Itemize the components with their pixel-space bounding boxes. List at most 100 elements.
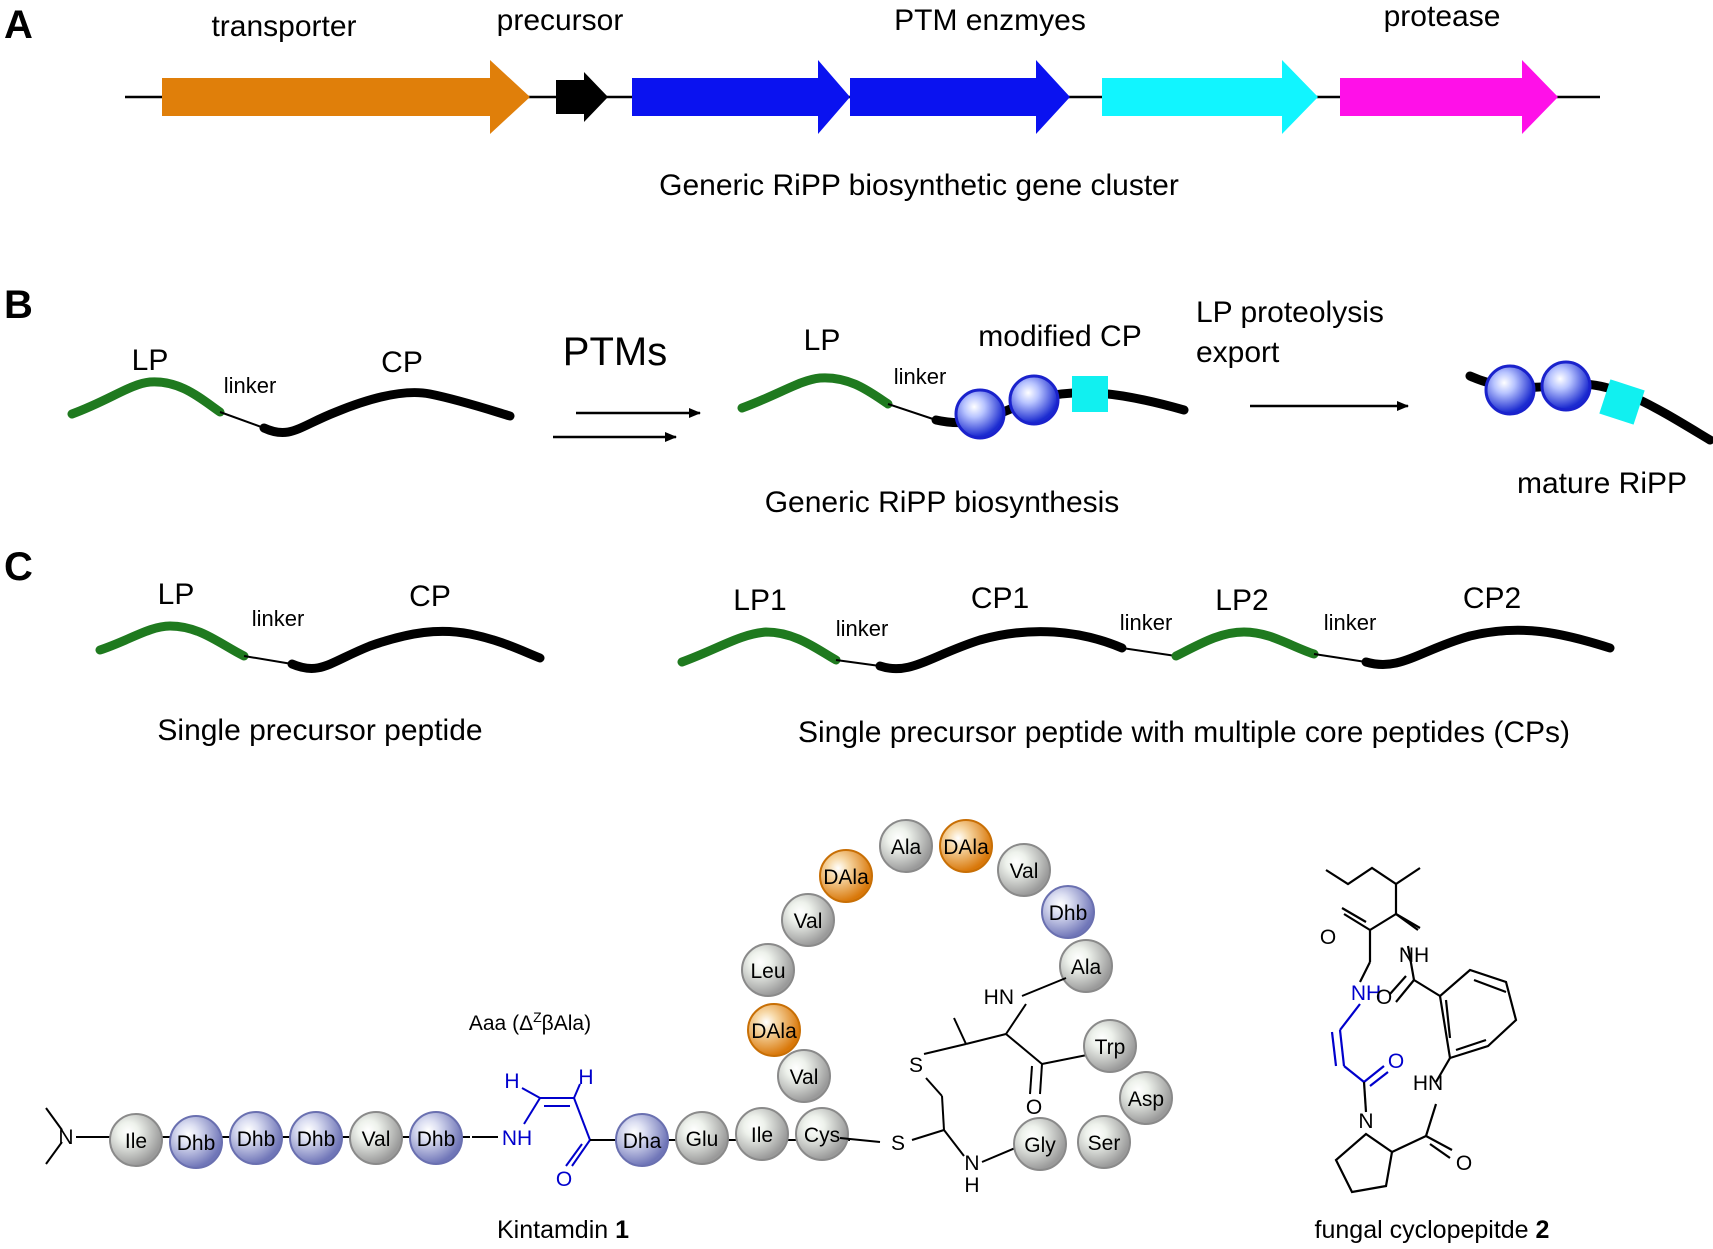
leader-peptide: [95, 621, 249, 661]
cyc-nh-1: NH: [1399, 944, 1429, 967]
residue-bead: [229, 1111, 283, 1165]
linker3-label: linker: [1324, 610, 1377, 635]
ptms-label: PTMs: [563, 330, 667, 374]
linker-label: linker: [224, 373, 277, 398]
residue-label: Ile: [751, 1124, 773, 1147]
linker-label-modified: linker: [894, 364, 947, 389]
s-atom-1: S: [891, 1132, 905, 1155]
residue-bead: [349, 1111, 403, 1165]
cp1-label: CP1: [971, 582, 1029, 615]
residue-ala: Ala: [879, 819, 933, 873]
residue-label: Val: [794, 910, 823, 933]
residue-label: Cys: [804, 1124, 840, 1147]
gene-cluster: [125, 60, 1600, 134]
leader-peptide-1: [677, 627, 841, 667]
proteolysis-label: LP proteolysis: [1196, 296, 1384, 329]
residue-label: Dhb: [1049, 902, 1088, 925]
residue-bead: [735, 1107, 789, 1161]
cp2-label: CP2: [1463, 582, 1521, 615]
aaa-label: Aaa (ΔZβAla): [469, 1009, 591, 1035]
residue-label: Dhb: [297, 1128, 336, 1151]
panel-b-caption: Generic RiPP biosynthesis: [765, 486, 1120, 519]
residue-dhb: Dhb: [229, 1111, 283, 1165]
residue-bead: [169, 1115, 223, 1169]
residue-bead: [1059, 939, 1113, 993]
modification-bead: [1484, 364, 1536, 416]
residue-bead: [1083, 1019, 1137, 1073]
residue-bead: [781, 893, 835, 947]
panel-a-label: A: [4, 3, 33, 47]
residue-val: Val: [349, 1111, 403, 1165]
residue-dhb: Dhb: [409, 1111, 463, 1165]
residue-chain-2: Dha Glu Ile Cys: [615, 1107, 849, 1167]
export-gene: [1102, 60, 1318, 134]
lp-label: LP: [132, 344, 169, 377]
linker2-label: linker: [1120, 610, 1173, 635]
residue-label: Gly: [1024, 1134, 1056, 1157]
residue-label: Trp: [1095, 1036, 1126, 1059]
aaa-h2: H: [578, 1066, 593, 1089]
transporter-gene: [162, 60, 530, 134]
residue-ala: Ala: [1059, 939, 1113, 993]
residue-label: Val: [1010, 860, 1039, 883]
residue-dala: DAla: [939, 819, 993, 873]
panel-a-caption: Generic RiPP biosynthetic gene cluster: [659, 169, 1179, 202]
residue-label: Val: [790, 1066, 819, 1089]
cyc-o-3: O: [1388, 1050, 1404, 1073]
ptm-enzymes-label: PTM enzmyes: [894, 4, 1086, 37]
residue-glu: Glu: [675, 1111, 729, 1165]
ptm-gene-2: [850, 60, 1070, 134]
linker1-label: linker: [836, 616, 889, 641]
o-atom: O: [1026, 1096, 1042, 1119]
aaa-nh: NH: [502, 1127, 532, 1150]
aaa-h1: H: [504, 1070, 519, 1093]
linker-2: [1121, 647, 1177, 657]
residue-dala: DAla: [819, 849, 873, 903]
leader-peptide-2: [1171, 627, 1319, 661]
cyc-n: N: [1358, 1110, 1373, 1133]
lp-label-modified: LP: [804, 324, 841, 357]
n-atom: N: [58, 1126, 73, 1149]
precursor-gene: [556, 72, 608, 122]
residue-leu: Leu: [741, 943, 795, 997]
residue-dala: DAla: [747, 1003, 801, 1057]
precursor-label: precursor: [497, 4, 624, 37]
residue-bead: [939, 819, 993, 873]
residue-asp: Asp: [1119, 1071, 1173, 1125]
h-atom: H: [964, 1174, 979, 1197]
export-label: export: [1196, 336, 1280, 369]
residue-val: Val: [997, 843, 1051, 897]
linker-label: linker: [252, 606, 305, 631]
modification-square: [1072, 376, 1108, 412]
residue-val: Val: [781, 893, 835, 947]
modification-bead: [954, 388, 1006, 440]
linker: [243, 655, 293, 665]
residue-gly: Gly: [1013, 1117, 1067, 1171]
residue-bead: [1041, 885, 1095, 939]
linker-3: [1313, 653, 1367, 663]
kintamdin-caption: Kintamdin 1: [497, 1216, 629, 1244]
residue-label: Leu: [750, 960, 785, 983]
residue-bead: [819, 849, 873, 903]
residue-trp: Trp: [1083, 1019, 1137, 1073]
multi-cp-caption: Single precursor peptide with multiple c…: [798, 716, 1570, 749]
cyc-o-1: O: [1320, 926, 1336, 949]
residue-label: Dhb: [417, 1128, 456, 1151]
aaa-o: O: [556, 1168, 572, 1191]
residue-label: Dha: [623, 1130, 662, 1153]
residue-dhb: Dhb: [169, 1115, 223, 1169]
residue-bead: [777, 1049, 831, 1103]
residue-bead: [409, 1111, 463, 1165]
residue-bead: [747, 1003, 801, 1057]
linker-modified: [887, 403, 937, 421]
lp-label: LP: [158, 578, 195, 611]
modification-bead: [1008, 374, 1060, 426]
residue-bead: [1119, 1071, 1173, 1125]
cyclopeptide-structure: [1325, 866, 1518, 1194]
residue-dhb: Dhb: [289, 1111, 343, 1165]
modification-square: [1599, 379, 1645, 425]
cp-label: CP: [409, 580, 451, 613]
